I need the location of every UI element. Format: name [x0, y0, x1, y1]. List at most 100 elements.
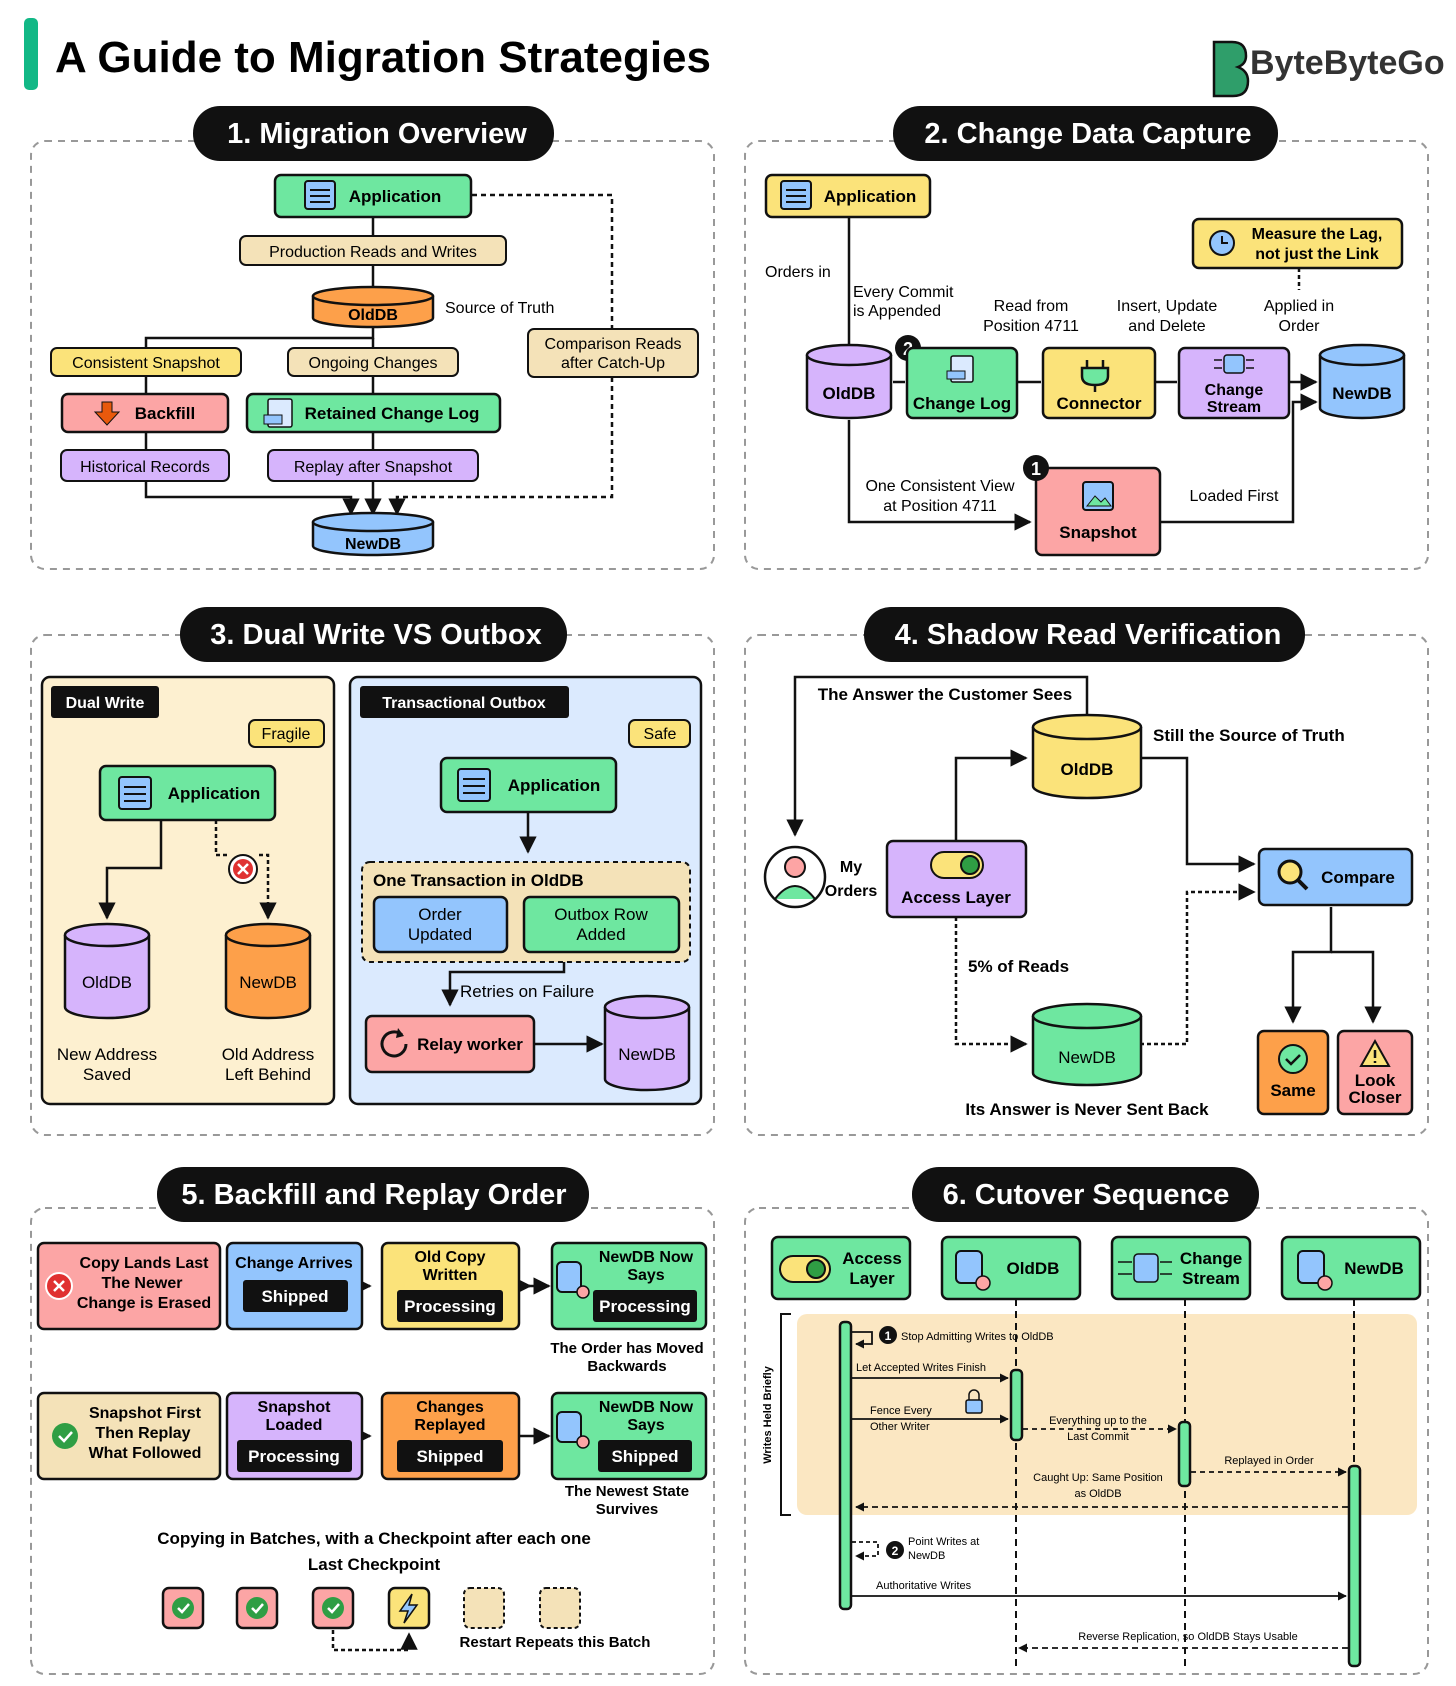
svg-text:Ongoing Changes: Ongoing Changes: [309, 355, 438, 372]
s1-olddb-cylinder: OldDB: [311, 285, 435, 329]
svg-text:Same: Same: [1270, 1081, 1315, 1100]
s6-msg-caught2: as OldDB: [1074, 1488, 1121, 1500]
svg-text:Application: Application: [349, 187, 442, 206]
svg-text:NewDB: NewDB: [1344, 1259, 1404, 1278]
s3-outbox-row-node: Outbox Row Added: [522, 895, 681, 954]
svg-text:2. Change Data Capture: 2. Change Data Capture: [924, 118, 1251, 150]
svg-text:The Newer: The Newer: [102, 1275, 183, 1292]
svg-text:6. Cutover Sequence: 6. Cutover Sequence: [943, 1179, 1230, 1211]
svg-text:Consistent Snapshot: Consistent Snapshot: [72, 355, 220, 372]
s6-msg-fence2: Other Writer: [870, 1421, 930, 1433]
s6-msg-stop: Stop Admitting Writes to OldDB: [901, 1331, 1054, 1343]
svg-text:Loaded: Loaded: [266, 1417, 323, 1434]
s3-dw-olddb-cylinder: OldDB: [63, 922, 151, 1020]
s2-view-line1: One Consistent View: [865, 478, 1015, 495]
svg-text:Application: Application: [508, 776, 601, 795]
svg-text:Look: Look: [1355, 1071, 1396, 1090]
s1-changelog-node: Retained Change Log: [245, 392, 502, 434]
svg-text:Copy Lands Last: Copy Lands Last: [80, 1255, 210, 1272]
svg-text:Added: Added: [576, 925, 625, 944]
s5-r1-c4-node: NewDB Now Says Processing: [550, 1241, 708, 1331]
s6-held-label: Writes Held Briefly: [762, 1365, 774, 1463]
s1-newdb-cylinder: NewDB: [311, 511, 435, 557]
svg-text:Updated: Updated: [408, 925, 472, 944]
s4-lines: [786, 675, 1382, 1053]
s4-pct-label: 5% of Reads: [968, 957, 1069, 976]
svg-text:Application: Application: [824, 187, 917, 206]
s2-badge-1: 1: [1023, 455, 1049, 481]
svg-text:Stream: Stream: [1207, 399, 1261, 416]
brand-logo-icon: [1212, 40, 1250, 98]
svg-text:Shipped: Shipped: [611, 1447, 678, 1466]
s5-restart-label: Restart Repeats this Batch: [460, 1634, 651, 1651]
svg-text:Closer: Closer: [1349, 1088, 1402, 1107]
section-2-title: 2. Change Data Capture: [893, 106, 1278, 161]
svg-text:Then Replay: Then Replay: [95, 1425, 190, 1442]
s4-compare-node: Compare: [1257, 847, 1414, 907]
checkpoint-done-2: [235, 1586, 279, 1630]
svg-text:Changes: Changes: [416, 1399, 484, 1416]
svg-text:Processing: Processing: [248, 1447, 340, 1466]
s4-my: My: [840, 859, 862, 876]
svg-text:Dual Write: Dual Write: [66, 695, 145, 712]
s2-applied-line1: Applied in: [1264, 298, 1334, 315]
svg-text:NewDB: NewDB: [239, 973, 297, 992]
s5-checkpoints: [161, 1586, 581, 1652]
s4-olddb-cylinder: OldDB: [1031, 713, 1143, 800]
check-circle-icon: [52, 1423, 78, 1449]
s4-still-label: Still the Source of Truth: [1153, 726, 1345, 745]
svg-text:Snapshot First: Snapshot First: [89, 1405, 202, 1422]
s6-msg-point1: Point Writes at: [908, 1536, 979, 1548]
s6-activations: [838, 1320, 1362, 1668]
svg-text:Replayed: Replayed: [414, 1417, 485, 1434]
s2-read-line1: Read from: [994, 298, 1069, 315]
s5-r1-c2-node: Change Arrives Shipped: [225, 1241, 364, 1331]
checkpoint-done-3: [311, 1586, 355, 1630]
s2-connector-node: Connector: [1041, 346, 1157, 420]
lightning-icon: [387, 1586, 431, 1630]
log-file-icon: [263, 398, 293, 428]
svg-text:Access: Access: [842, 1249, 902, 1268]
section-5-title: 5. Backfill and Replay Order: [157, 1167, 589, 1222]
error-x-icon: [45, 1272, 73, 1300]
section-3-title: 3. Dual Write VS Outbox: [180, 607, 567, 662]
s5-batches-label: Copying in Batches, with a Checkpoint af…: [157, 1529, 591, 1548]
brand-name: ByteByteGo: [1250, 44, 1445, 82]
s3-dual-write-tag: Dual Write: [51, 686, 159, 718]
s5-r1-c3-node: Old Copy Written Processing: [380, 1241, 521, 1331]
svg-text:OldDB: OldDB: [823, 384, 876, 403]
s1-comparison-label: Comparison Reads after Catch-Up: [527, 328, 699, 378]
svg-text:Outbox Row: Outbox Row: [554, 905, 648, 924]
svg-text:Historical Records: Historical Records: [80, 459, 210, 476]
s2-view-line2: at Position 4711: [883, 498, 997, 515]
s1-lines: [144, 193, 614, 516]
toggle-icon: [930, 851, 984, 879]
warning-icon: [1359, 1038, 1391, 1067]
s4-same-node: Same: [1256, 1029, 1330, 1116]
s6-msg-everything1: Everything up to the: [1049, 1415, 1147, 1427]
s2-application-node: Application: [764, 173, 932, 219]
s3-outbox-newdb-cylinder: NewDB: [603, 994, 691, 1092]
svg-text:Change: Change: [1205, 382, 1264, 399]
svg-text:1: 1: [1031, 459, 1041, 479]
svg-text:Transactional Outbox: Transactional Outbox: [382, 695, 546, 712]
s2-snapshot-node: Snapshot: [1034, 466, 1162, 557]
svg-text:NewDB: NewDB: [1058, 1048, 1116, 1067]
svg-text:Processing: Processing: [404, 1297, 496, 1316]
s3-old-address-line1: Old Address: [222, 1045, 315, 1064]
s6-msg-reverse: Reverse Replication, so OldDB Stays Usab…: [1078, 1631, 1297, 1643]
s4-answer-label: The Answer the Customer Sees: [818, 685, 1072, 704]
svg-text:Retained Change Log: Retained Change Log: [305, 404, 480, 423]
s2-orders-in: Orders in: [765, 264, 831, 281]
database-network-icon: [1118, 1253, 1172, 1283]
plug-icon: [1080, 360, 1110, 392]
s6-held-region: [797, 1314, 1417, 1515]
brand-logo: ByteByteGo: [1212, 40, 1445, 98]
checkpoint-done-1: [161, 1586, 205, 1630]
toggle-icon: [779, 1255, 831, 1283]
svg-text:Compare: Compare: [1321, 868, 1395, 887]
s3-dw-application-node: Application: [98, 764, 277, 822]
svg-text:Order: Order: [418, 905, 462, 924]
database-gear-icon: [556, 1411, 590, 1449]
s3-new-address-line1: New Address: [57, 1045, 157, 1064]
